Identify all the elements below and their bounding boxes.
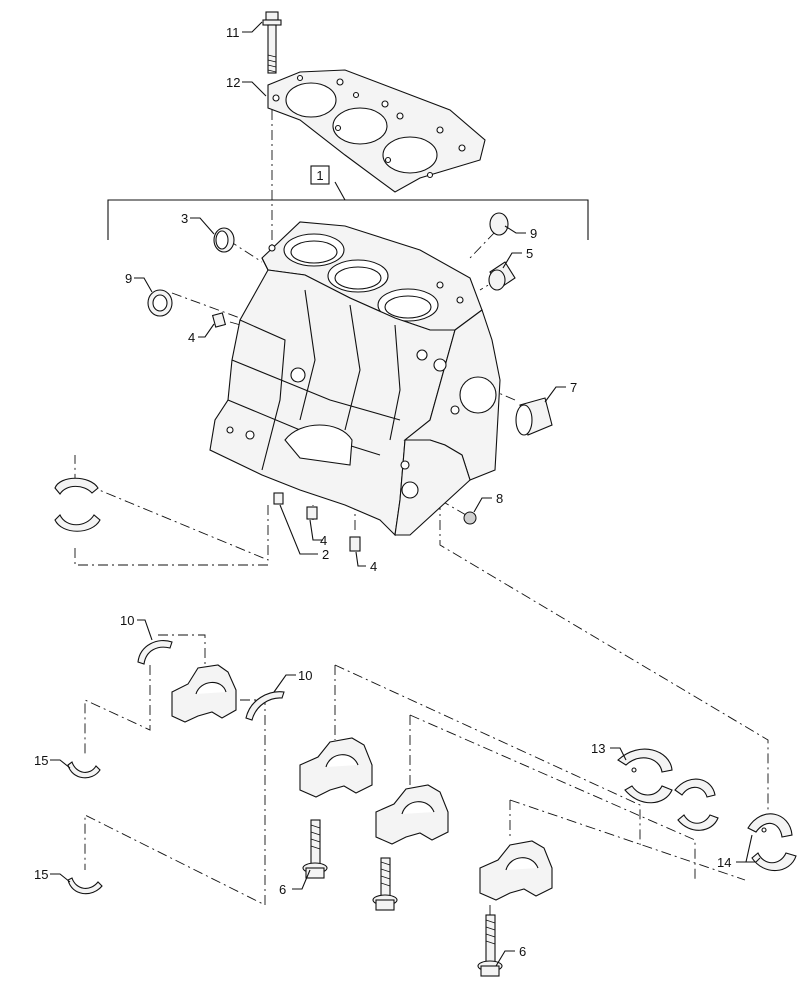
bearing-cap-thrust <box>171 664 237 723</box>
plug-part-4-low <box>349 536 361 552</box>
callout-8: 8 <box>496 491 503 506</box>
cap-bolt-part-6-right <box>477 914 503 977</box>
assembly-bracket <box>107 181 589 240</box>
callout-6-left: 6 <box>279 882 286 897</box>
callout-11: 11 <box>226 25 240 40</box>
bearing-cap-2 <box>375 784 449 845</box>
plug-part-2 <box>273 492 284 505</box>
callout-4-mid: 4 <box>320 533 327 548</box>
plug-part-9-left <box>147 289 173 317</box>
main-bearing-part-13 <box>617 748 673 804</box>
callout-10-right: 10 <box>298 668 312 683</box>
callout-6-right: 6 <box>519 944 526 959</box>
callout-15-upper: 15 <box>34 753 48 768</box>
leader-lines <box>50 21 761 967</box>
callout-4-top: 4 <box>188 330 195 345</box>
bushing-part-7 <box>515 397 553 436</box>
head-gasket-part-12 <box>267 69 486 193</box>
thrust-washer-part-10-left <box>137 640 173 665</box>
callout-13: 13 <box>591 741 605 756</box>
bearing-cap-3 <box>479 840 553 901</box>
callout-box-1 <box>310 165 330 185</box>
plug-part-4-top <box>211 312 227 328</box>
callout-1: 1 <box>316 168 323 183</box>
callout-9-right: 9 <box>530 226 537 241</box>
callout-labels: 1 11 12 3 9 9 5 4 7 8 4 2 4 10 10 15 15 … <box>34 25 731 959</box>
plug-part-3 <box>213 227 235 253</box>
head-bolt-part-11 <box>262 11 282 74</box>
cap-bolt-middle <box>372 857 398 911</box>
plug-part-4-mid <box>306 506 318 520</box>
callout-9-left: 9 <box>125 271 132 286</box>
plug-part-9-right <box>489 212 509 236</box>
main-bearing-part-14 <box>747 813 797 872</box>
callout-10-left: 10 <box>120 613 134 628</box>
callout-5: 5 <box>526 246 533 261</box>
callout-7: 7 <box>570 380 577 395</box>
thrust-washer-part-15-lower <box>67 877 103 895</box>
callout-15-lower: 15 <box>34 867 48 882</box>
bearing-shell-upper-left <box>54 477 101 532</box>
callout-14: 14 <box>717 855 731 870</box>
bearing-cap-1 <box>299 737 373 798</box>
thrust-washer-part-15-upper <box>67 761 101 779</box>
thrust-washer-part-10-right <box>245 691 285 721</box>
plug-part-8 <box>463 511 477 525</box>
callout-4-low: 4 <box>370 559 377 574</box>
callout-3: 3 <box>181 211 188 226</box>
plug-part-5 <box>488 261 516 291</box>
callout-2: 2 <box>322 547 329 562</box>
callout-12: 12 <box>226 75 240 90</box>
cylinder-block-part-1 <box>209 221 501 537</box>
cap-bolt-part-6-left <box>302 819 328 879</box>
bearing-shell-middle <box>674 778 719 831</box>
